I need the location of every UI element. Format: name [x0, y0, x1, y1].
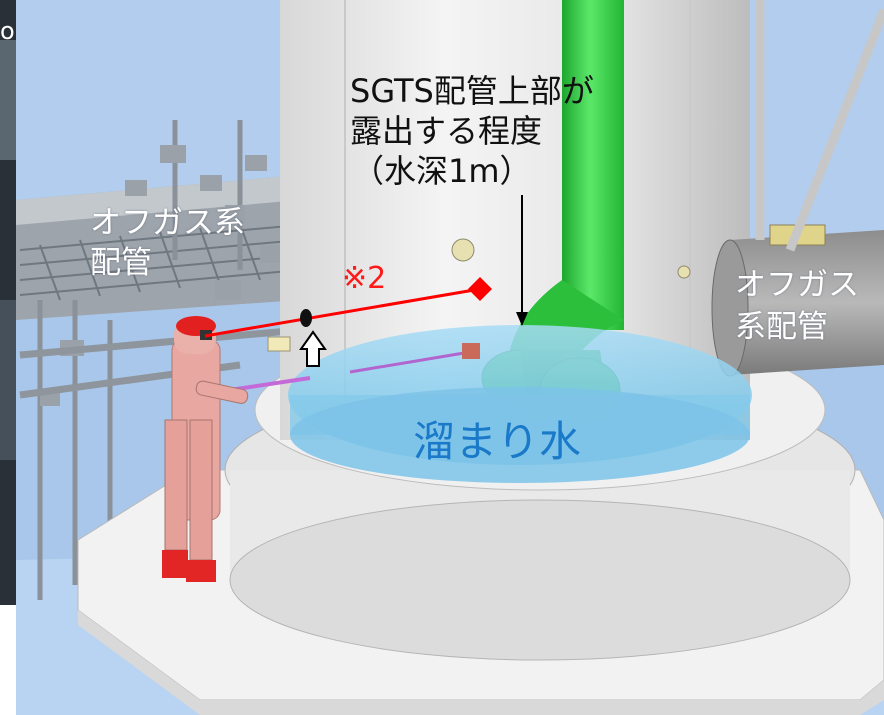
worker-figure [162, 316, 249, 582]
offgas-left-label-line2: 配管 [90, 245, 152, 281]
pillar-port-2 [677, 265, 691, 279]
sgts-label-line1: SGTS配管上部が [350, 72, 594, 110]
frame-beams [755, 0, 884, 252]
valves [40, 145, 284, 406]
scaffold-grid [19, 223, 301, 301]
laser-line [204, 287, 481, 338]
sgts-pipe [562, 0, 624, 330]
sgts-label-line3: （水深1m） [352, 152, 532, 190]
measuring-rod [229, 376, 311, 392]
pillar-port-1 [451, 238, 475, 262]
offgas-right-label-line2: 系配管 [735, 309, 828, 345]
up-arrow-icon [299, 330, 327, 367]
note-mark-label: ※2 [342, 261, 387, 296]
offgas-right-label-line1: オフガス [735, 267, 859, 303]
offgas-left-label-line1: オフガス系 [90, 205, 245, 241]
offgas-pipe-right [730, 230, 884, 375]
corner-fragment: o [0, 17, 15, 45]
sgts-label-line2: 露出する程度 [350, 112, 543, 150]
red-diamond-marker-icon [468, 277, 492, 301]
water-label: 溜まり水 [413, 417, 582, 466]
target-dot [300, 309, 312, 327]
